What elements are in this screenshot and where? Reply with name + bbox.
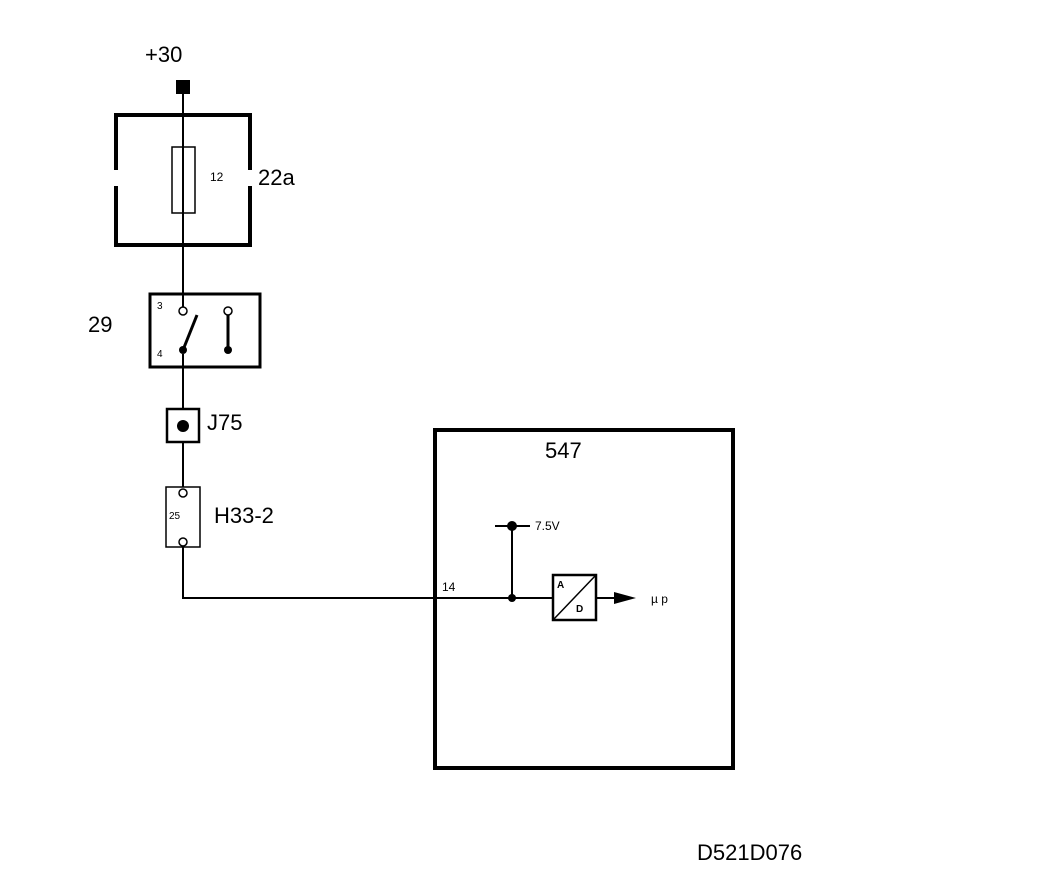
connector-h33-2: 25 H33-2 [165, 486, 274, 548]
fuse-box-id: 22a [258, 165, 295, 190]
supply-label: +30 [145, 42, 182, 67]
ad-converter-diagonal [552, 574, 597, 621]
switch-pin-bottom: 4 [157, 349, 163, 360]
fuse-box-outline-top [114, 113, 252, 170]
ad-converter-output-label: D [576, 604, 583, 615]
h33-pin-top [178, 488, 188, 498]
module-pin: 14 [442, 580, 456, 594]
j75-junction-dot [177, 420, 189, 432]
module-housing [433, 428, 735, 770]
output-label: µ p [651, 592, 668, 606]
wire-h33-to-module [182, 546, 512, 599]
switch-29: 29 3 4 [88, 292, 262, 369]
control-module-547: 547 14 7.5V A D µ p [433, 428, 735, 770]
connector-j75: J75 [165, 407, 242, 444]
fuse-number: 12 [210, 170, 224, 184]
reference-voltage-label: 7.5V [535, 519, 560, 533]
h33-pin-bottom [178, 537, 188, 547]
module-id: 547 [545, 438, 582, 463]
switch-pin-top: 3 [157, 301, 163, 312]
h33-pin-number: 25 [169, 511, 181, 522]
h33-id: H33-2 [214, 503, 274, 528]
ad-converter-input-label: A [557, 580, 564, 591]
drawing-number: D521D076 [697, 840, 802, 865]
output-arrow-icon [614, 592, 636, 604]
fuse-box-22a: 12 22a [114, 113, 295, 247]
fuse-box-outline-bottom [114, 186, 252, 247]
switch-id: 29 [88, 312, 112, 337]
switch-housing [148, 292, 262, 369]
j75-id: J75 [207, 410, 242, 435]
supply-terminal [176, 80, 190, 94]
switch-contact-2-open [223, 306, 233, 316]
switch-blade [181, 314, 199, 351]
switch-contact-open [178, 306, 188, 316]
